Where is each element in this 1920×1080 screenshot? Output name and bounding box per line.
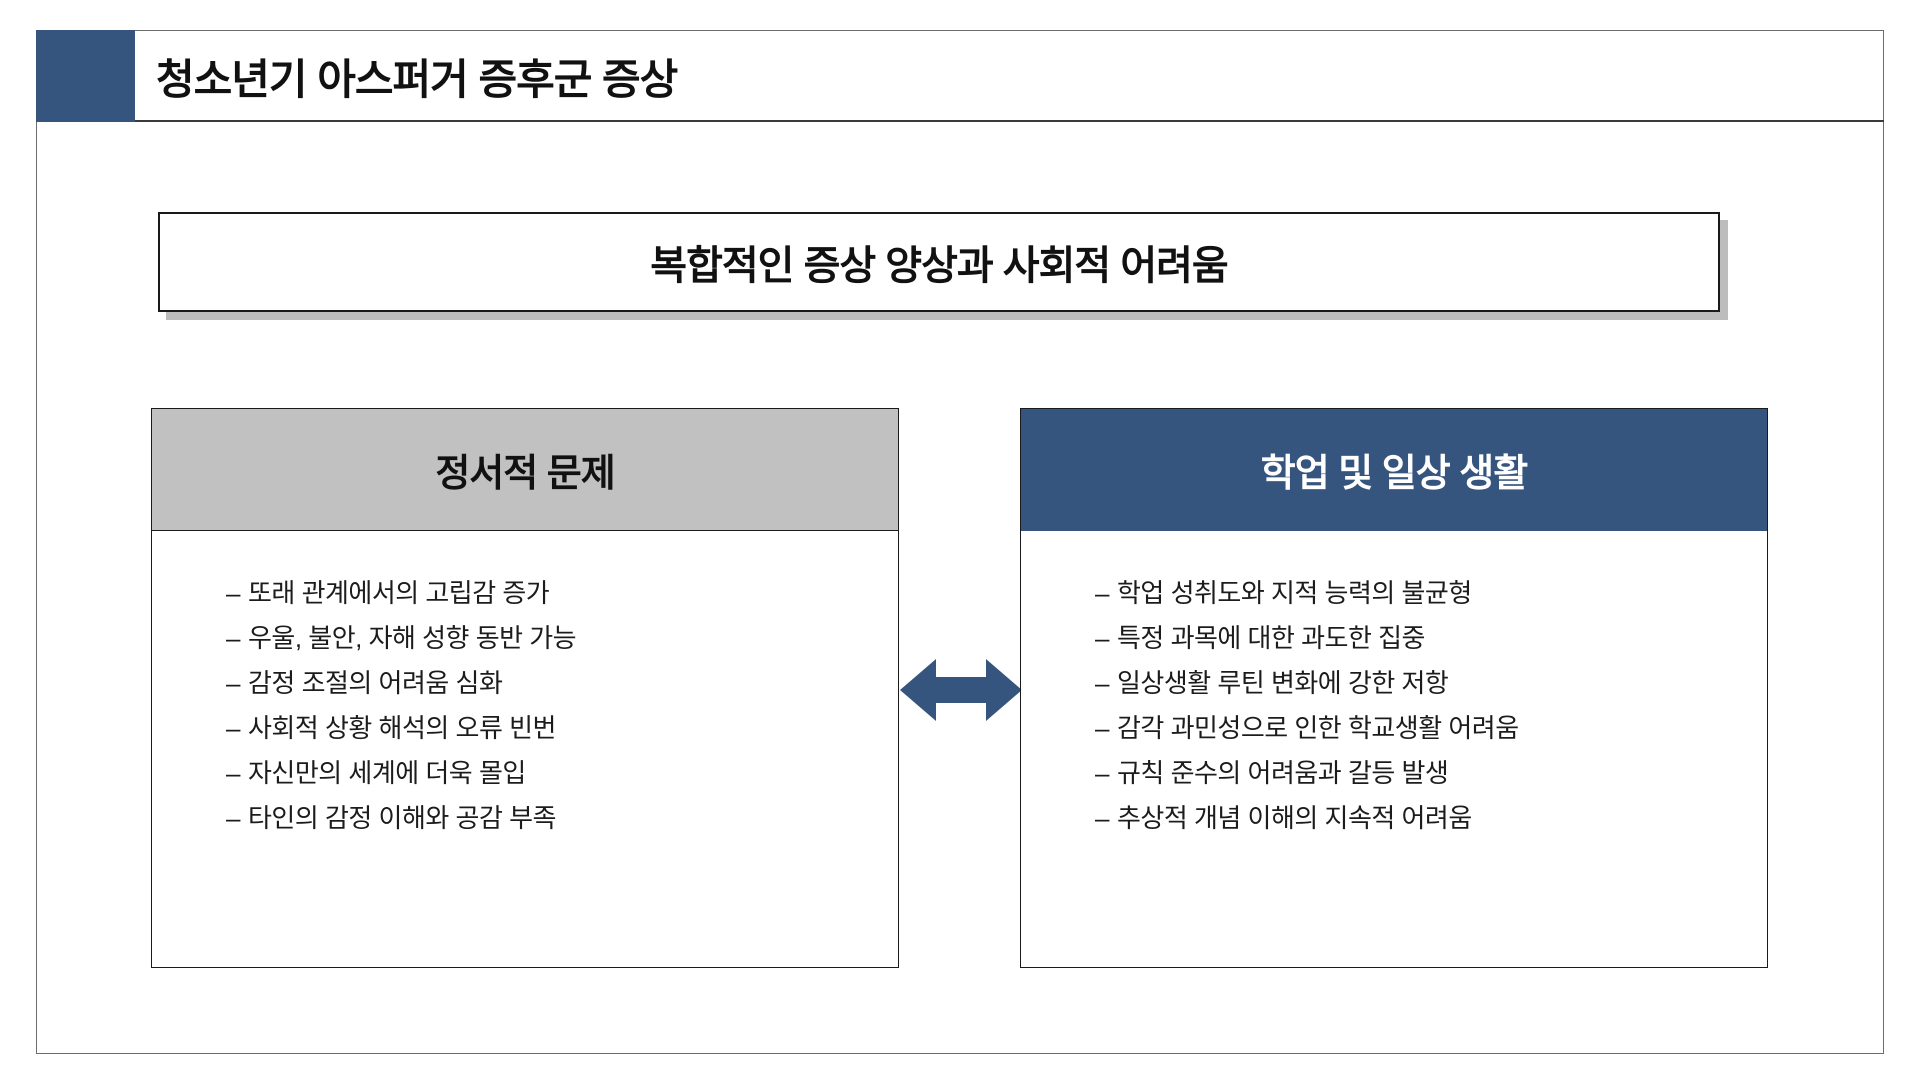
list-item-label: 일상생활 루틴 변화에 강한 저항 bbox=[1117, 668, 1449, 698]
list-item: –특정 과목에 대한 과도한 집중 bbox=[1095, 616, 1767, 661]
panel-right-title: 학업 및 일상 생활 bbox=[1260, 453, 1528, 495]
list-item: –감정 조절의 어려움 심화 bbox=[226, 661, 898, 706]
panel-left-header: 정서적 문제 bbox=[152, 409, 898, 531]
list-item-label: 자신만의 세계에 더욱 몰입 bbox=[248, 758, 526, 788]
list-item-label: 우울, 불안, 자해 성향 동반 가능 bbox=[248, 623, 577, 653]
list-item: –우울, 불안, 자해 성향 동반 가능 bbox=[226, 616, 898, 661]
panel-academic-daily-life: 학업 및 일상 생활 –학업 성취도와 지적 능력의 불균형 –특정 과목에 대… bbox=[1020, 408, 1768, 968]
panel-right-body: –학업 성취도와 지적 능력의 불균형 –특정 과목에 대한 과도한 집중 –일… bbox=[1021, 531, 1767, 841]
slide-header: 청소년기 아스퍼거 증후군 증상 bbox=[36, 30, 1884, 122]
list-item-label: 규칙 준수의 어려움과 갈등 발생 bbox=[1117, 758, 1449, 788]
list-item: –학업 성취도와 지적 능력의 불균형 bbox=[1095, 571, 1767, 616]
bullet-dash-icon: – bbox=[1095, 803, 1109, 833]
list-item: –감각 과민성으로 인한 학교생활 어려움 bbox=[1095, 706, 1767, 751]
list-item-label: 감각 과민성으로 인한 학교생활 어려움 bbox=[1117, 713, 1519, 743]
bullet-dash-icon: – bbox=[1095, 623, 1109, 653]
list-item-label: 추상적 개념 이해의 지속적 어려움 bbox=[1117, 803, 1472, 833]
subtitle-text: 복합적인 증상 양상과 사회적 어려움 bbox=[650, 244, 1228, 288]
bullet-dash-icon: – bbox=[1095, 758, 1109, 788]
list-item-label: 또래 관계에서의 고립감 증가 bbox=[248, 578, 550, 608]
bullet-dash-icon: – bbox=[226, 578, 240, 608]
subtitle-box: 복합적인 증상 양상과 사회적 어려움 bbox=[158, 212, 1720, 312]
panel-left-title: 정서적 문제 bbox=[435, 453, 615, 495]
list-item-label: 사회적 상황 해석의 오류 빈번 bbox=[248, 713, 556, 743]
list-item-label: 감정 조절의 어려움 심화 bbox=[248, 668, 503, 698]
list-item: –타인의 감정 이해와 공감 부족 bbox=[226, 796, 898, 841]
bullet-dash-icon: – bbox=[226, 668, 240, 698]
list-item: –또래 관계에서의 고립감 증가 bbox=[226, 571, 898, 616]
list-item: –일상생활 루틴 변화에 강한 저항 bbox=[1095, 661, 1767, 706]
bullet-dash-icon: – bbox=[1095, 668, 1109, 698]
bullet-dash-icon: – bbox=[1095, 713, 1109, 743]
panel-right-header: 학업 및 일상 생활 bbox=[1021, 409, 1767, 531]
list-item: –규칙 준수의 어려움과 갈등 발생 bbox=[1095, 751, 1767, 796]
bullet-dash-icon: – bbox=[226, 803, 240, 833]
list-item-label: 특정 과목에 대한 과도한 집중 bbox=[1117, 623, 1425, 653]
double-arrow-horizontal-icon bbox=[900, 655, 1022, 725]
list-item-label: 타인의 감정 이해와 공감 부족 bbox=[248, 803, 556, 833]
bullet-dash-icon: – bbox=[226, 758, 240, 788]
panel-left-body: –또래 관계에서의 고립감 증가 –우울, 불안, 자해 성향 동반 가능 –감… bbox=[152, 531, 898, 841]
list-item: –사회적 상황 해석의 오류 빈번 bbox=[226, 706, 898, 751]
bullet-dash-icon: – bbox=[226, 713, 240, 743]
list-item-label: 학업 성취도와 지적 능력의 불균형 bbox=[1117, 578, 1472, 608]
subtitle-banner: 복합적인 증상 양상과 사회적 어려움 bbox=[158, 212, 1728, 320]
header-accent-block bbox=[36, 30, 135, 122]
panel-emotional-issues: 정서적 문제 –또래 관계에서의 고립감 증가 –우울, 불안, 자해 성향 동… bbox=[151, 408, 899, 968]
list-item: –추상적 개념 이해의 지속적 어려움 bbox=[1095, 796, 1767, 841]
page-title: 청소년기 아스퍼거 증후군 증상 bbox=[156, 55, 678, 103]
bullet-dash-icon: – bbox=[226, 623, 240, 653]
list-item: –자신만의 세계에 더욱 몰입 bbox=[226, 751, 898, 796]
bullet-dash-icon: – bbox=[1095, 578, 1109, 608]
